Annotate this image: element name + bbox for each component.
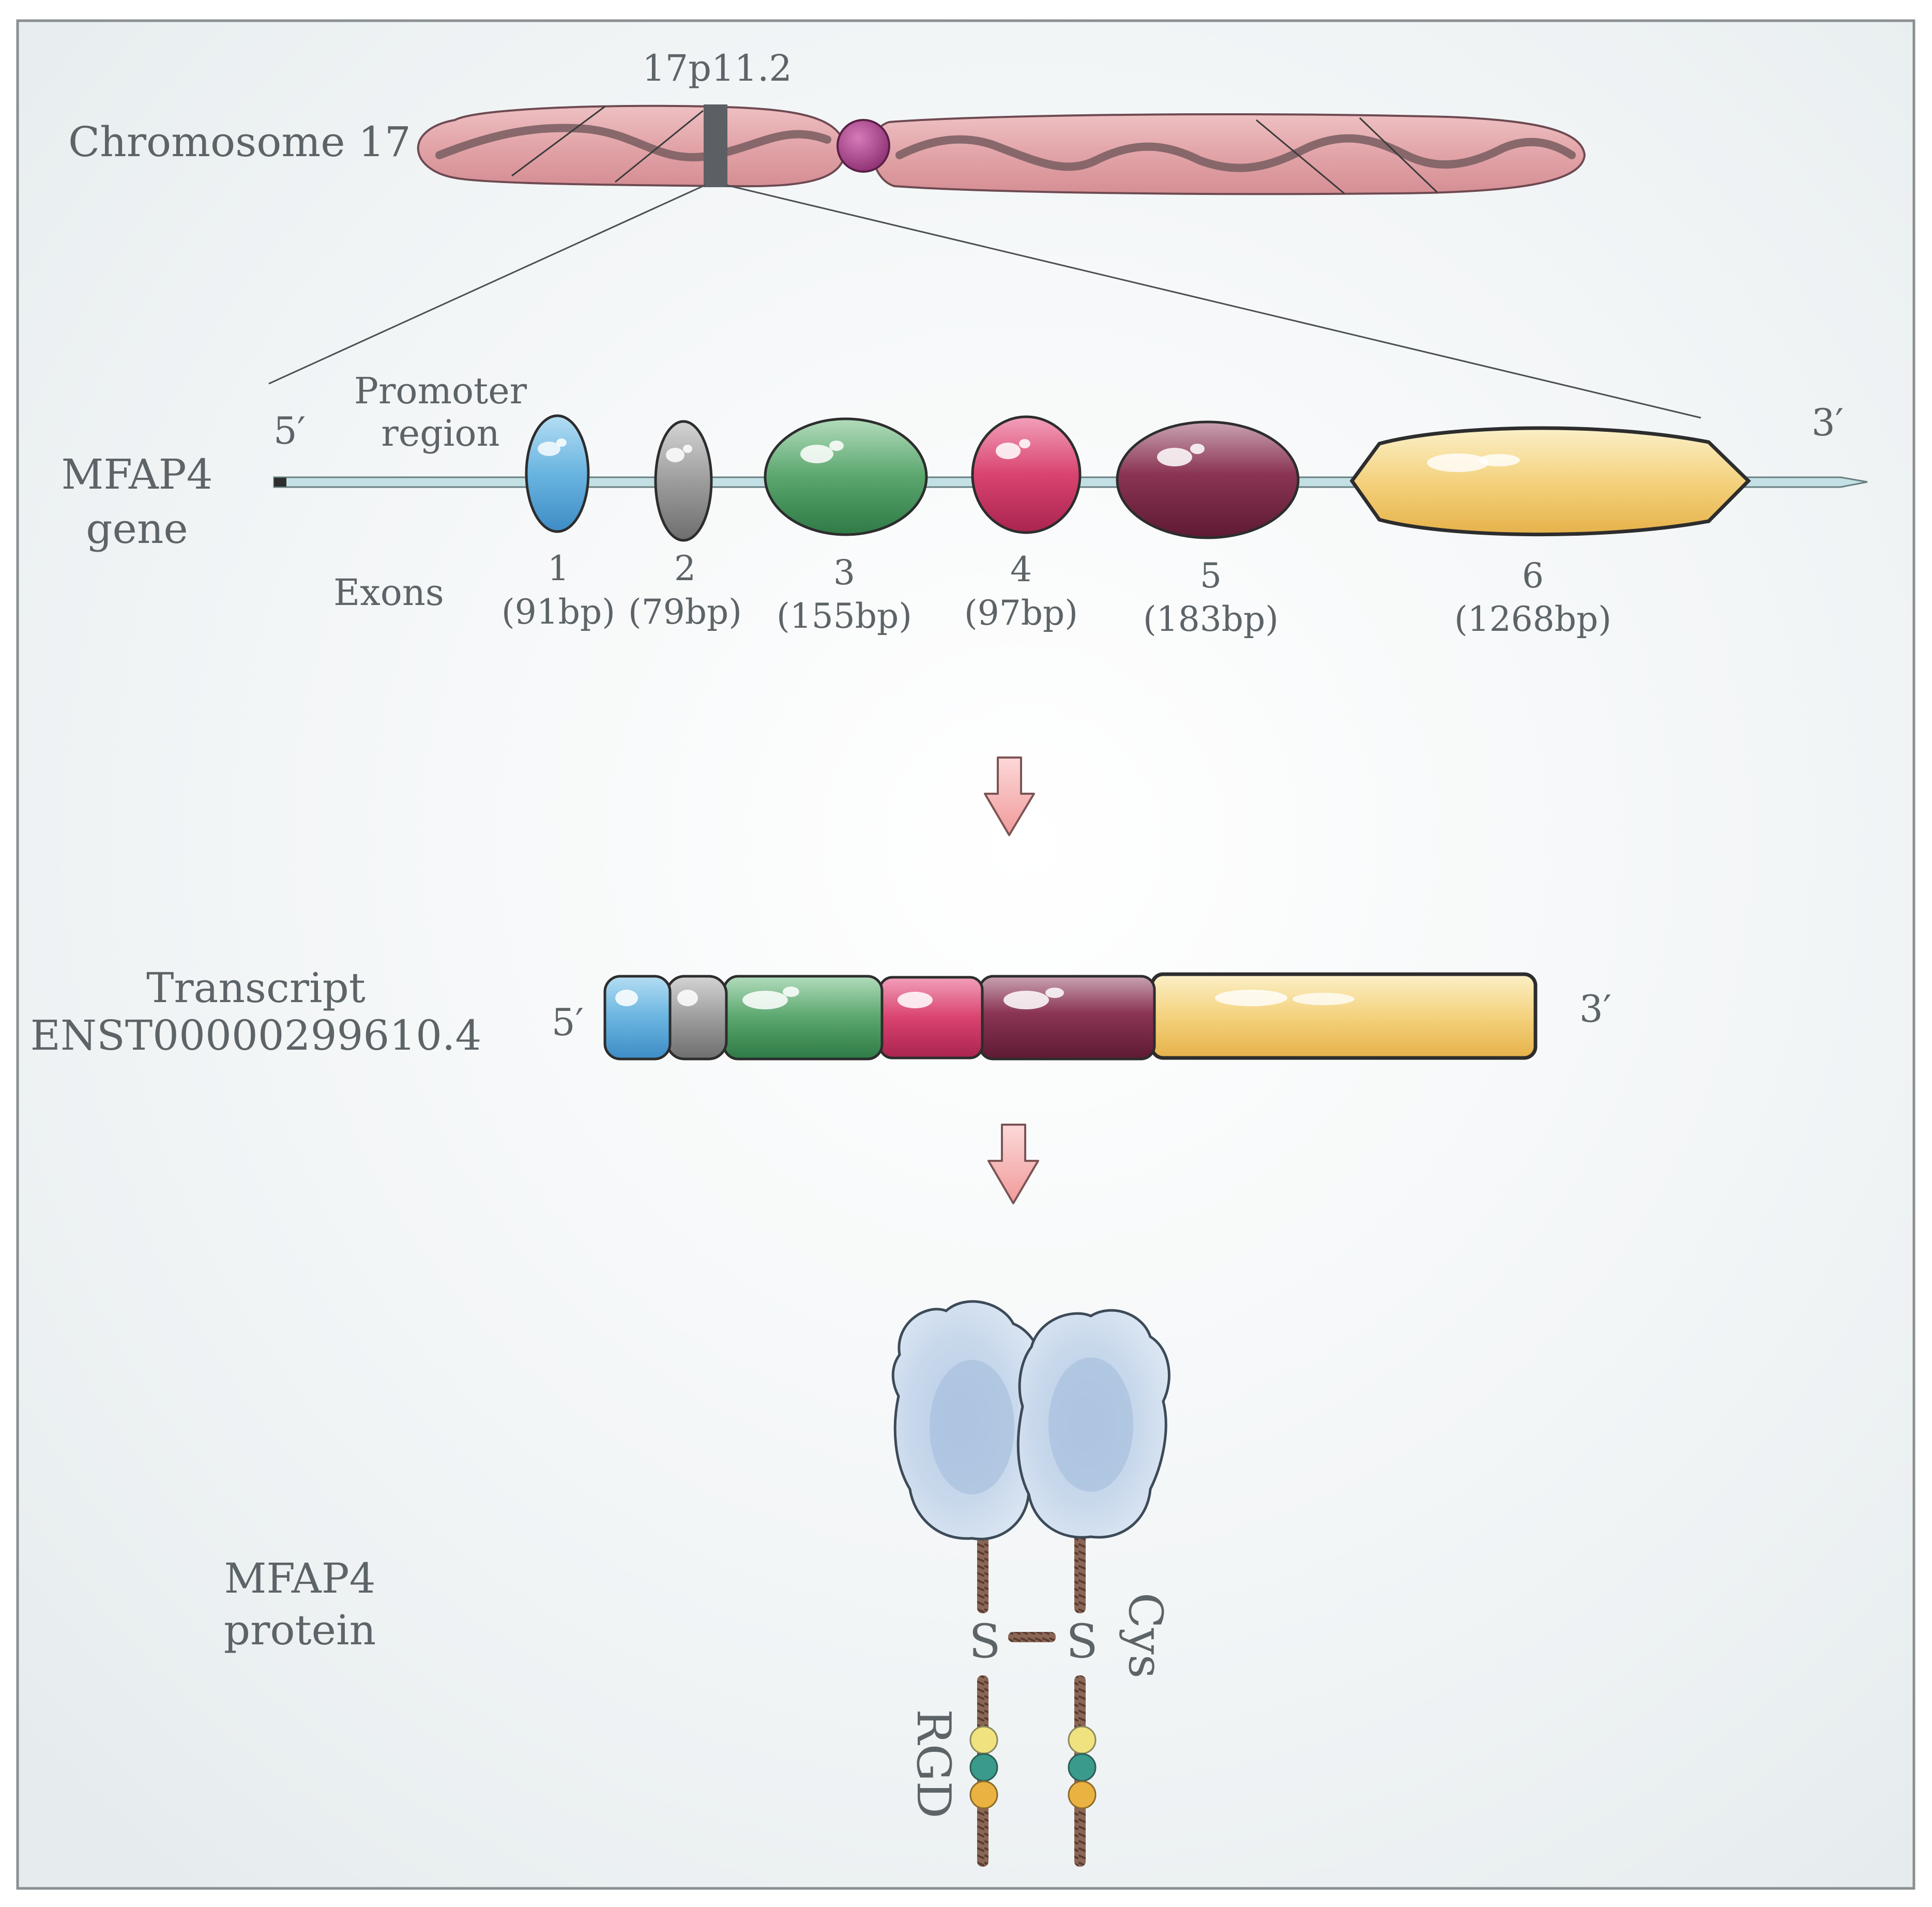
chromatin-fiber bbox=[895, 134, 1576, 172]
transcript-mrna bbox=[603, 972, 1538, 1061]
promoter-label-line1: Promoter bbox=[354, 370, 527, 412]
exon-5-number: 5 bbox=[1200, 556, 1222, 596]
transcript-five-prime: 5′ bbox=[552, 1001, 584, 1044]
exon-4-size: (97bp) bbox=[964, 593, 1078, 633]
chromosome-q-arm bbox=[871, 113, 1586, 195]
exon-3 bbox=[764, 417, 928, 536]
exon-4-number: 4 bbox=[1010, 550, 1032, 589]
chromosome-band-line bbox=[1359, 117, 1438, 193]
rgd-bead-teal-left bbox=[969, 1753, 998, 1782]
exon-1-number: 1 bbox=[547, 549, 569, 588]
gene-label-line1: MFAP4 bbox=[62, 450, 213, 498]
protein-label-line2: protein bbox=[224, 1606, 376, 1654]
rgd-bead-orange-right bbox=[1068, 1780, 1097, 1809]
exon-3-size: (155bp) bbox=[777, 596, 912, 636]
exon-2-number: 2 bbox=[674, 549, 696, 588]
chromatin-fiber bbox=[435, 124, 831, 162]
exon-3-number: 3 bbox=[833, 553, 855, 593]
transcript-segment-exon-1 bbox=[603, 975, 672, 1061]
cys-label: Cys bbox=[1118, 1593, 1173, 1678]
chromosome-17 bbox=[417, 104, 1586, 195]
protein-label-line1: MFAP4 bbox=[224, 1554, 376, 1602]
figure-frame bbox=[16, 19, 1915, 1890]
rgd-bead-yellow-right bbox=[1068, 1726, 1097, 1754]
exon-6-size: (1268bp) bbox=[1454, 599, 1611, 639]
promoter-label-line2: region bbox=[381, 412, 499, 455]
fibrinogen-domain-right bbox=[1016, 1309, 1170, 1539]
gene-label-line2: gene bbox=[86, 505, 188, 553]
transcript-segment-exon-2 bbox=[665, 975, 728, 1061]
rgd-bead-teal-right bbox=[1068, 1753, 1097, 1782]
transcript-label-line1: Transcript bbox=[146, 964, 366, 1012]
exon-6-number: 6 bbox=[1522, 556, 1544, 596]
band-label: 17p11.2 bbox=[642, 47, 792, 89]
transcript-segment-exon-6 bbox=[1150, 972, 1538, 1060]
exon-1 bbox=[525, 414, 590, 533]
exon-2-size: (79bp) bbox=[628, 592, 742, 632]
exons-label: Exons bbox=[333, 571, 444, 614]
exon-4 bbox=[971, 415, 1082, 534]
chromosome-band-line bbox=[615, 110, 704, 183]
transcript-segment-exon-3 bbox=[722, 975, 884, 1061]
rgd-bead-yellow-left bbox=[969, 1726, 998, 1754]
chromosome-label: Chromosome 17 bbox=[68, 118, 411, 166]
transcript-segment-exon-5 bbox=[978, 975, 1156, 1061]
gene-three-prime: 3′ bbox=[1812, 401, 1844, 444]
zoom-line-right bbox=[726, 184, 1701, 419]
chromosome-p-arm bbox=[417, 104, 847, 188]
chromosome-band-line bbox=[511, 105, 605, 177]
centromere bbox=[836, 119, 890, 173]
zoom-line-left bbox=[268, 184, 706, 385]
sulfur-right: S bbox=[1066, 1614, 1098, 1669]
mfap4-dimer bbox=[891, 1300, 1170, 1867]
translation-arrow bbox=[987, 1124, 1039, 1204]
sulfur-left: S bbox=[969, 1614, 1001, 1669]
coil-right-upper bbox=[1074, 1525, 1086, 1613]
band-17p11-2-marker bbox=[704, 104, 727, 187]
exon-2 bbox=[654, 420, 713, 542]
fibrinogen-domain-left bbox=[891, 1300, 1045, 1540]
exon-5 bbox=[1116, 420, 1300, 539]
chromosome-band-line bbox=[1256, 119, 1345, 194]
rgd-label: RGD bbox=[906, 1709, 961, 1819]
transcript-three-prime: 3′ bbox=[1579, 987, 1611, 1031]
coil-left-upper bbox=[977, 1525, 988, 1613]
disulfide-bond bbox=[1008, 1632, 1056, 1642]
exon-5-size: (183bp) bbox=[1143, 599, 1279, 639]
rgd-bead-orange-left bbox=[969, 1780, 998, 1809]
gene-strand-start-cap bbox=[274, 478, 286, 487]
exon-labels: 1 (91bp) 2 (79bp) 3 (155bp) 4 (97bp) 5 (… bbox=[501, 549, 1611, 639]
transcription-arrow bbox=[984, 756, 1035, 836]
exon-6 bbox=[1349, 426, 1751, 537]
gene-five-prime: 5′ bbox=[273, 409, 306, 452]
exon-1-size: (91bp) bbox=[501, 592, 615, 632]
transcript-label-line2: ENST00000299610.4 bbox=[31, 1011, 482, 1060]
transcript-segment-exon-4 bbox=[878, 976, 984, 1060]
